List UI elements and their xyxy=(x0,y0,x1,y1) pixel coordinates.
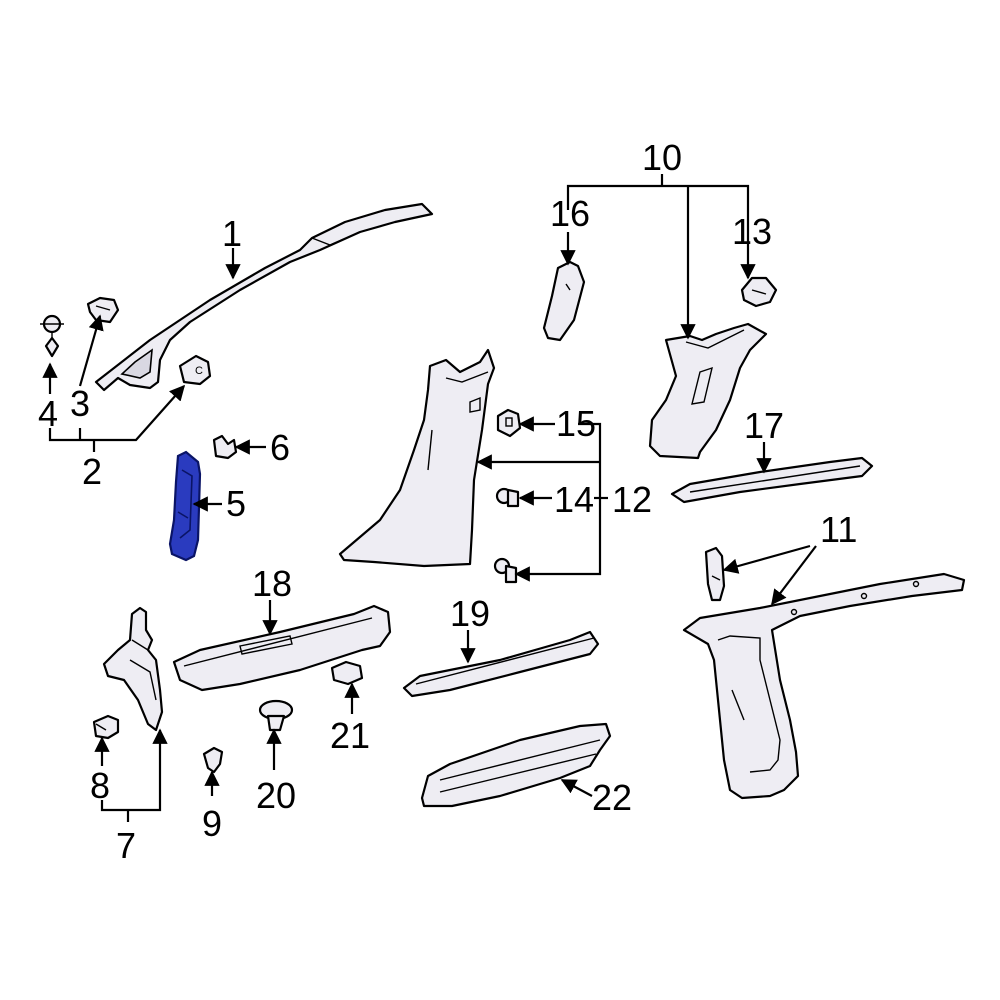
callout-21: 21 xyxy=(330,715,370,756)
callout-8: 8 xyxy=(90,765,110,806)
callout-11: 11 xyxy=(820,509,857,550)
part-6-clip[interactable] xyxy=(212,434,238,460)
part-11-pillar-garnish[interactable] xyxy=(682,572,966,800)
callout-19: 19 xyxy=(450,593,490,634)
part-22-step-plate[interactable] xyxy=(420,722,612,808)
part-1-roof-rail-garnish[interactable] xyxy=(94,202,434,392)
callout-14: 14 xyxy=(554,479,594,520)
callout-9: 9 xyxy=(202,803,222,844)
svg-text:C: C xyxy=(195,365,203,377)
callout-13: 13 xyxy=(732,211,772,252)
callout-6: 6 xyxy=(270,427,290,468)
callout-3: 3 xyxy=(70,383,90,424)
callout-10: 10 xyxy=(642,137,682,178)
callout-18: 18 xyxy=(252,563,292,604)
part-2-bracket[interactable]: C xyxy=(178,354,212,386)
callout-15: 15 xyxy=(556,403,596,444)
part-13-clip[interactable] xyxy=(740,276,778,308)
callout-12: 12 xyxy=(612,479,652,520)
part-15-clip[interactable] xyxy=(496,408,522,438)
part-21-clip[interactable] xyxy=(330,660,364,686)
part-16-trim-piece[interactable] xyxy=(542,260,586,342)
callout-17: 17 xyxy=(744,405,784,446)
part-4-pin-fastener[interactable] xyxy=(40,314,64,358)
callout-22: 22 xyxy=(592,777,632,818)
leader-lines xyxy=(42,174,817,822)
part-14-clip[interactable] xyxy=(495,487,520,508)
callout-4: 4 xyxy=(38,393,58,434)
callout-20: 20 xyxy=(256,775,296,816)
part-18-scuff-plate[interactable] xyxy=(172,604,392,692)
callout-16: 16 xyxy=(550,193,590,234)
part-20-fastener[interactable] xyxy=(258,699,294,732)
part-12-pillar-trim[interactable] xyxy=(338,348,496,568)
callout-labels: 1 2 3 4 5 6 7 8 9 10 11 12 13 14 15 16 1… xyxy=(38,137,857,866)
part-12-lower-clip[interactable] xyxy=(493,557,518,584)
callout-1: 1 xyxy=(222,213,242,254)
callout-7: 7 xyxy=(116,825,136,866)
part-8-bolt[interactable] xyxy=(92,714,120,740)
part-3-clip[interactable] xyxy=(86,296,120,324)
part-7-lower-trim[interactable] xyxy=(102,606,164,732)
part-17-scuff-strip[interactable] xyxy=(670,456,874,504)
part-10-pillar-trim[interactable] xyxy=(648,322,768,460)
callout-5: 5 xyxy=(226,483,246,524)
part-11-small-clip[interactable] xyxy=(704,546,726,602)
part-5-trim-panel-highlighted[interactable] xyxy=(168,450,202,562)
part-19-scuff-strip[interactable] xyxy=(402,630,600,698)
callout-2: 2 xyxy=(82,451,102,492)
part-9-clip[interactable] xyxy=(202,746,224,774)
